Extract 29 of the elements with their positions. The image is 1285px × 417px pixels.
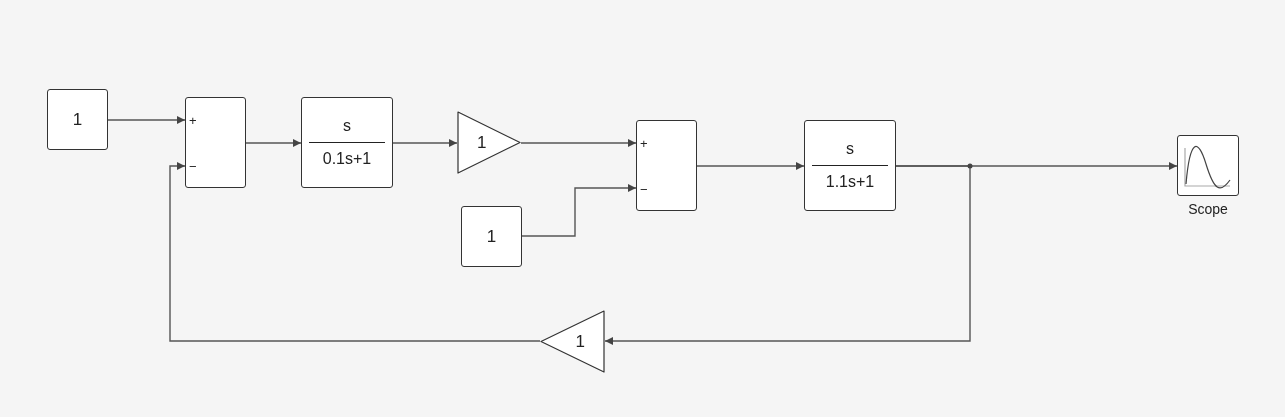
signal-line	[521, 184, 637, 237]
constant-block	[47, 89, 108, 150]
constant-value: 1	[72, 108, 83, 131]
denominator: 1.1s+1	[825, 172, 875, 192]
denominator: 0.1s+1	[322, 149, 372, 169]
port-sign: +	[189, 114, 197, 127]
transfer-function-block	[301, 97, 393, 188]
gain-value: 1	[477, 131, 487, 154]
port-sign: +	[640, 137, 648, 150]
signal-line	[696, 162, 805, 170]
port-sign: −	[189, 160, 197, 173]
constant-value: 1	[486, 225, 497, 248]
signal-line	[604, 165, 971, 345]
sum-block	[636, 120, 697, 211]
gain-triangle	[457, 111, 521, 174]
signal-line	[107, 116, 186, 124]
gain-value: 1	[575, 330, 585, 353]
block-caption: Scope	[1188, 200, 1228, 219]
constant-block	[461, 206, 522, 267]
port-sign: −	[640, 183, 648, 196]
signal-line	[169, 162, 541, 342]
numerator: s	[343, 116, 351, 136]
gain-triangle	[540, 310, 605, 373]
transfer-function-block	[804, 120, 896, 211]
signal-line	[245, 139, 302, 147]
signal-line	[520, 139, 637, 147]
sum-block	[185, 97, 246, 188]
numerator: s	[846, 139, 854, 159]
signal-line	[392, 139, 458, 147]
